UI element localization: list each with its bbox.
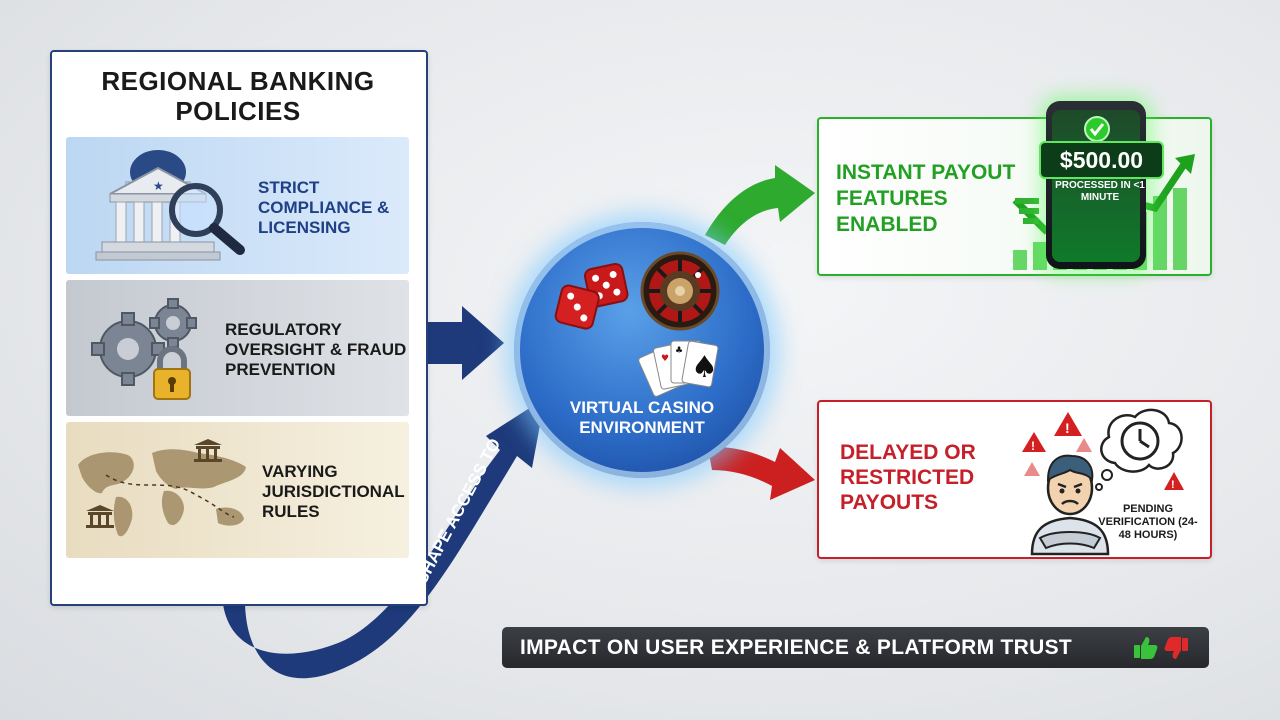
svg-text:★: ★ [153, 179, 164, 193]
casino-label: VIRTUAL CASINO ENVIRONMENT [569, 398, 715, 437]
roulette-icon [640, 251, 720, 331]
thumbs-down-icon [1164, 637, 1188, 659]
impact-banner [502, 627, 1209, 668]
payout-amount: $500.00 [1039, 141, 1164, 179]
warning-icon [1076, 438, 1092, 452]
impact-banner-text: IMPACT ON USER EXPERIENCE & PLATFORM TRU… [520, 636, 1073, 659]
restricted-arrow [708, 447, 815, 500]
policy-label-compliance: STRICT COMPLIANCE & LICENSING [258, 178, 390, 237]
shape-access-arrow [222, 398, 545, 679]
instant-payout-label: INSTANT PAYOUT FEATURES ENABLED [836, 161, 1016, 236]
delayed-payout-label: DELAYED OR RESTRICTED PAYOUTS [840, 441, 976, 514]
warning-icon: ! [1164, 472, 1184, 491]
svg-text:!: ! [1065, 420, 1070, 436]
frustrated-user-icon [1030, 454, 1110, 556]
dice-icon [554, 262, 629, 330]
thought-clock-icon [1095, 408, 1183, 491]
warning-icon: ! [1022, 432, 1046, 453]
bank-magnifier-icon: ★ [95, 150, 245, 261]
warning-icon [1024, 462, 1040, 476]
warning-icon: ! [1054, 412, 1082, 436]
world-map-icon [78, 439, 246, 537]
svg-text:!: ! [1171, 479, 1175, 491]
svg-text:!: ! [1031, 439, 1035, 453]
virtual-casino-circle [514, 222, 770, 478]
policy-label-jurisdiction: VARYING JURISDICTIONAL RULES [262, 462, 405, 521]
svg-text:♠: ♠ [691, 350, 718, 385]
warning-icons: ! ! ! [1022, 412, 1184, 491]
policy-label-oversight: REGULATORY OVERSIGHT & FRAUD PREVENTION [225, 320, 407, 379]
svg-text:♣: ♣ [675, 346, 683, 356]
processed-time: PROCESSED IN <1 MINUTE [1055, 180, 1145, 203]
cards-icon: ♠ ♥ ♣ [638, 340, 719, 397]
pending-verification-text: PENDING VERIFICATION (24-48 HOURS) [1098, 503, 1198, 541]
check-circle-icon [1084, 116, 1110, 142]
gears-lock-icon [91, 298, 197, 400]
svg-text:♥: ♥ [661, 354, 669, 364]
panel-title: REGIONAL BANKING POLICIES [101, 66, 375, 126]
policy-to-casino-arrow [424, 306, 504, 380]
arrow-label-text: SHAPE ACCESS TO [412, 435, 505, 587]
success-arrow [705, 165, 815, 245]
thumbs-up-icon [1134, 637, 1158, 659]
